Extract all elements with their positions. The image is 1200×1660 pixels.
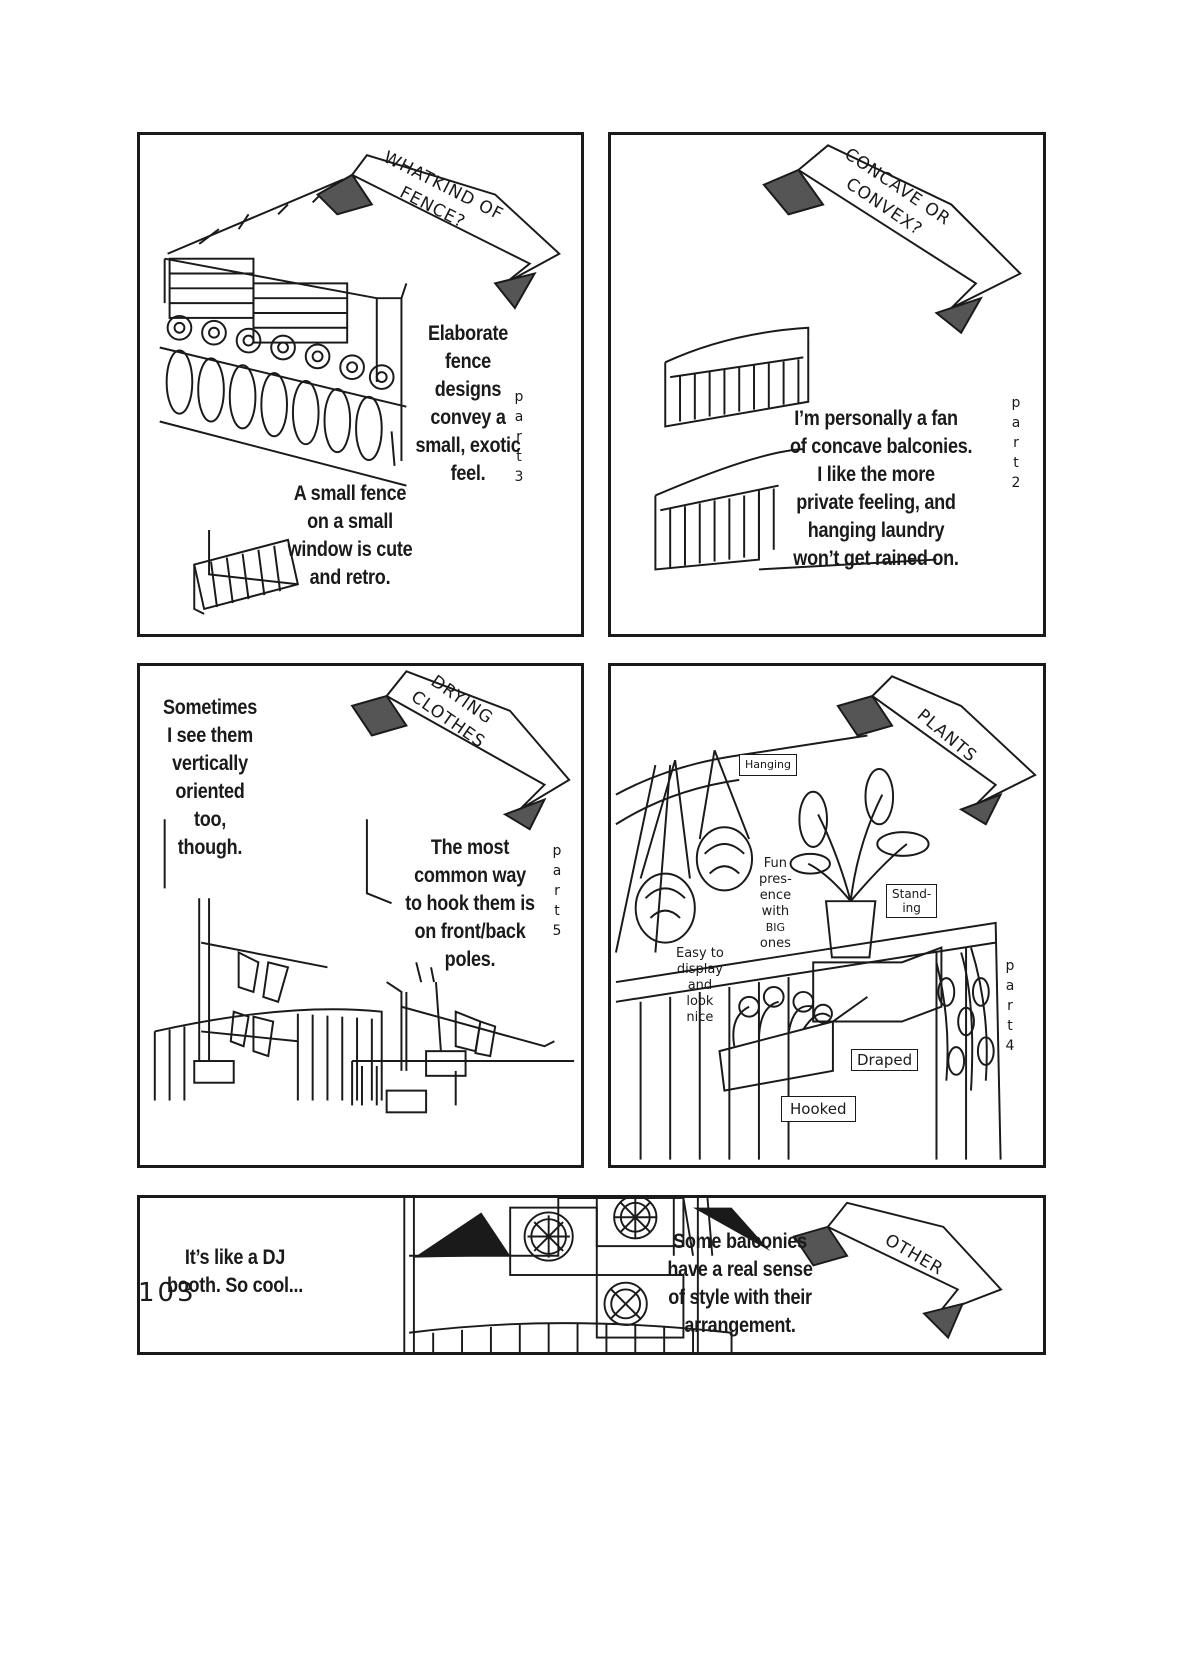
caption-elaborate-fence: Elaborate fence designs convey a small, … (408, 320, 528, 488)
caption-common-way: The most common way to hook them is on f… (401, 834, 539, 974)
part-letter: r (1007, 998, 1013, 1014)
part-letter: t (516, 449, 522, 465)
caption-line: oriented (175, 780, 245, 803)
label-line: and (687, 978, 713, 993)
caption-small-fence: A small fence on a small window is cute … (281, 480, 419, 592)
part-letter: t (1007, 1018, 1013, 1034)
caption-line: to hook them is (405, 892, 535, 915)
label-hanging: Hanging (739, 754, 797, 776)
caption-line: I’m personally a fan (794, 407, 958, 430)
caption-line: booth. So cool... (166, 1274, 304, 1297)
part-letter: p (514, 389, 524, 405)
caption-line: small, exotic (415, 434, 521, 457)
caption-line: of style with their (668, 1286, 812, 1309)
caption-line: common way (414, 864, 526, 887)
caption-line: I see them (167, 724, 253, 747)
label-line: with (761, 904, 790, 919)
label-line: nice (686, 1010, 714, 1025)
caption-line: Sometimes (162, 696, 258, 719)
fence-illustration (159, 153, 561, 615)
caption-line: on front/back (414, 920, 526, 943)
label-fun-presence: Fun pres- ence with BIG ones (759, 856, 792, 952)
label-line: pres- (759, 872, 792, 887)
panel-fence: WHATKIND OF FENCE? Elaborate fence desig… (137, 132, 584, 637)
part-letter: a (1005, 978, 1015, 994)
part-letter: a (1011, 415, 1021, 431)
label-standing: Stand- ing (886, 884, 938, 918)
caption-line: hanging laundry (807, 519, 945, 542)
caption-concave: I’m personally a fan of concave balconie… (790, 405, 973, 573)
caption-line: too, (193, 808, 227, 831)
caption-line: and retro. (309, 566, 391, 589)
caption-line: It’s like a DJ (184, 1246, 286, 1269)
caption-line: designs (434, 378, 502, 401)
page-number: 103 (138, 1278, 197, 1308)
part-letter: r (554, 883, 560, 899)
label-line: ing (902, 901, 921, 915)
part-marker-4: p a r t 4 (1003, 956, 1017, 1056)
caption-line: of concave balconies. (790, 435, 973, 458)
caption-dj-booth: It’s like a DJ booth. So cool... (162, 1244, 308, 1300)
part-letter: a (514, 409, 524, 425)
panel-plants: PLANTS Hanging Fun pres- ence with BIG o… (608, 663, 1046, 1168)
panel-other: OTHER It’s like a DJ booth. So cool... S… (137, 1195, 1046, 1355)
part-letter: t (1013, 455, 1019, 471)
caption-line: arrangement. (684, 1314, 796, 1337)
caption-line: poles. (444, 948, 496, 971)
caption-line: won’t get rained on. (793, 547, 959, 570)
caption-sense-of-style: Some balconies have a real sense of styl… (654, 1228, 826, 1340)
caption-line: though. (177, 836, 243, 859)
part-letter: 3 (514, 469, 524, 485)
panel-concave: CONCAVE OR CONVEX? I’m personally a fan … (608, 132, 1046, 637)
drying-illustration (153, 670, 575, 1114)
concave-illustration (654, 144, 1022, 571)
caption-line: A small fence (293, 482, 407, 505)
part-letter: p (1011, 395, 1021, 411)
part-letter: r (1013, 435, 1019, 451)
caption-line: convey a (430, 406, 506, 429)
part-letter: r (516, 429, 522, 445)
plants-illustration (614, 675, 1037, 1160)
label-line: Stand- (892, 887, 932, 901)
caption-line: fence (445, 350, 491, 373)
other-illustration (403, 1198, 1003, 1352)
label-draped: Draped (851, 1049, 919, 1071)
label-easy-display: Easy to display and look nice (676, 946, 724, 1026)
label-hooked: Hooked (781, 1096, 856, 1122)
caption-line: window is cute (287, 538, 413, 561)
part-letter: 2 (1011, 475, 1021, 491)
panel-drying: DRYING CLOTHES Sometimes I see them vert… (137, 663, 584, 1168)
part-letter: p (1005, 958, 1015, 974)
part-letter: t (554, 903, 560, 919)
caption-vertically-oriented: Sometimes I see them vertically oriented… (150, 694, 270, 862)
part-marker-5: p a r t 5 (550, 841, 564, 941)
caption-line: on a small (307, 510, 393, 533)
label-line: Easy to (676, 946, 724, 961)
label-line: display (676, 962, 723, 977)
label-line: look (686, 994, 714, 1009)
label-line: BIG (765, 921, 786, 934)
part-letter: p (552, 843, 562, 859)
label-line: ence (759, 888, 792, 903)
caption-line: vertically (172, 752, 248, 775)
caption-line: feel. (450, 462, 486, 485)
part-letter: 4 (1005, 1038, 1015, 1054)
part-marker-3: p a r t 3 (512, 387, 526, 487)
part-letter: a (552, 863, 562, 879)
part-letter: 5 (552, 923, 562, 939)
part-marker-2: p a r t 2 (1009, 393, 1023, 493)
caption-line: The most (430, 836, 510, 859)
caption-line: have a real sense (667, 1258, 813, 1281)
label-line: ones (759, 936, 791, 951)
caption-line: private feeling, and (796, 491, 956, 514)
caption-line: I like the more (817, 463, 935, 486)
caption-line: Some balconies (673, 1230, 807, 1253)
caption-line: Elaborate (428, 322, 508, 345)
label-line: Fun (763, 856, 788, 871)
